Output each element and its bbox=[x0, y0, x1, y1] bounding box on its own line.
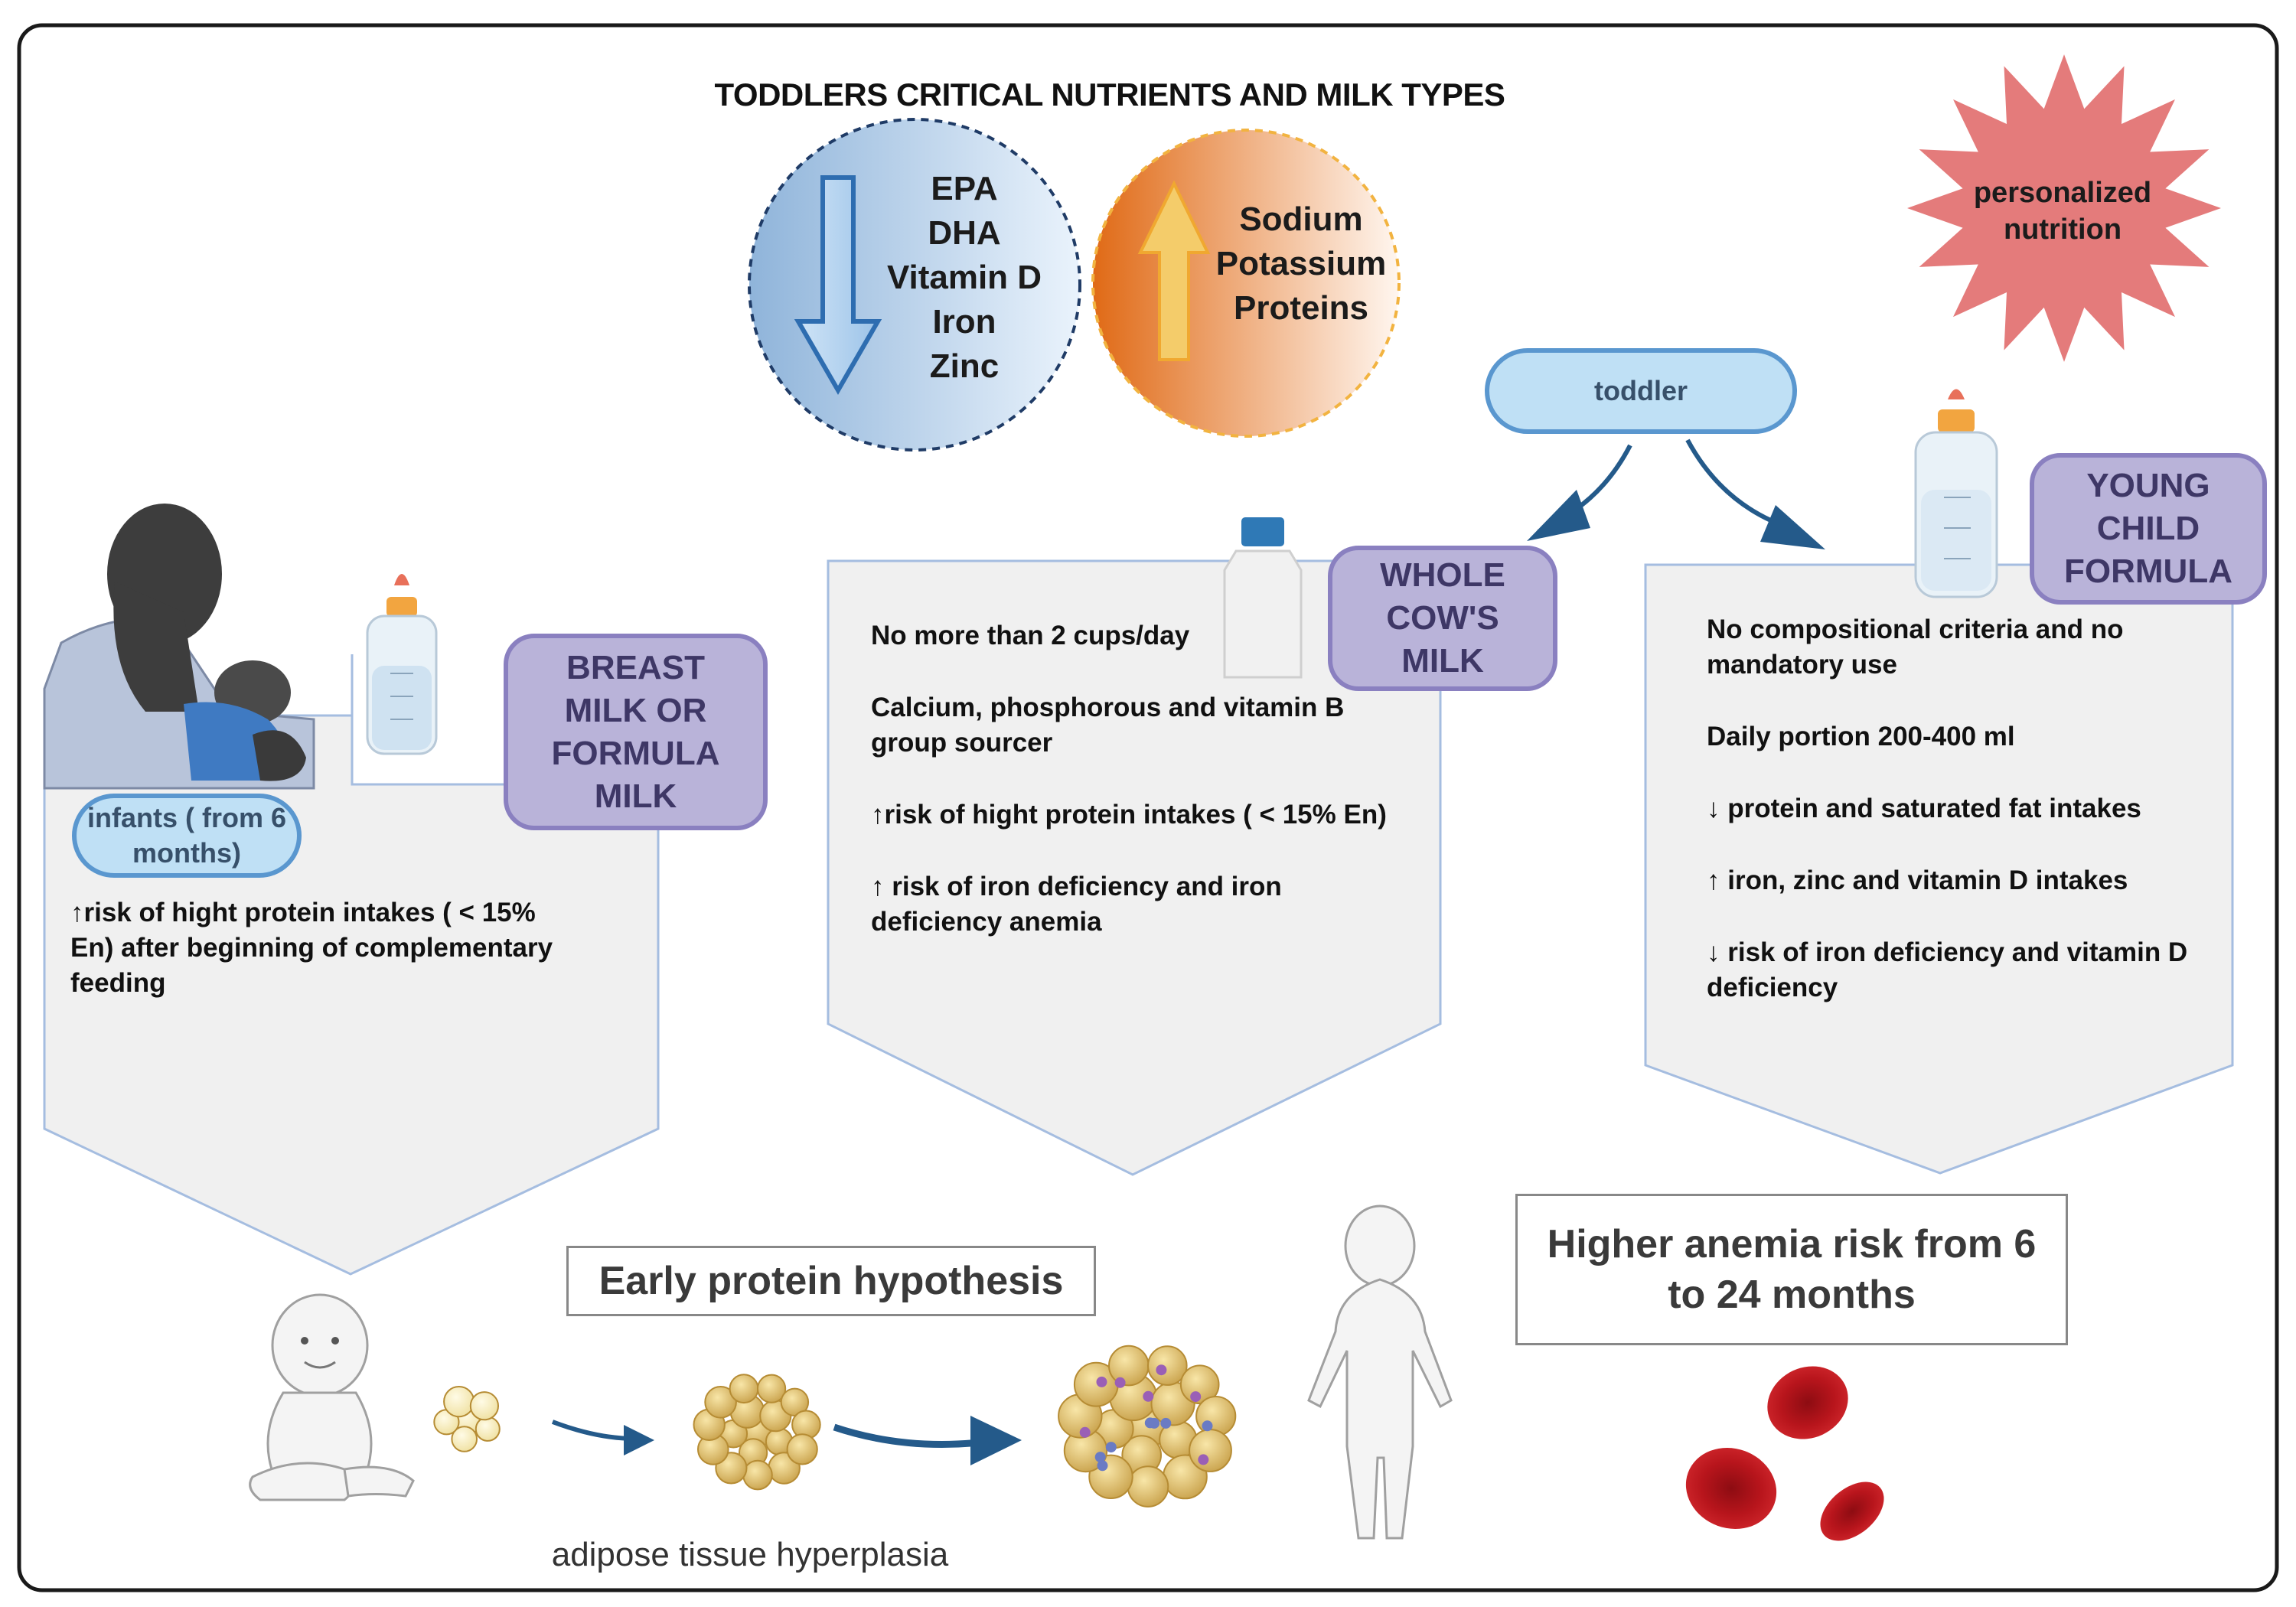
infants-tag-label: infants ( from 6 months) bbox=[87, 802, 287, 869]
fat-cells-medium-icon bbox=[693, 1374, 821, 1491]
toddler-arrow-left-head bbox=[1527, 490, 1590, 541]
cow-milk-label-box: WHOLE COW'S MILK bbox=[1328, 546, 1557, 691]
immune-cell-dot bbox=[1144, 1417, 1156, 1429]
young-child-formula-label: YOUNG CHILD FORMULA bbox=[2064, 467, 2232, 590]
fat-cell bbox=[443, 1386, 475, 1418]
early-protein-hypothesis-box: Early protein hypothesis bbox=[566, 1246, 1096, 1316]
hyperplasia-arrow-2 bbox=[833, 1423, 980, 1448]
immune-cell-dot bbox=[1198, 1454, 1209, 1465]
breast-milk-label: BREAST MILK OR FORMULA MILK bbox=[551, 648, 720, 815]
panel-point: Calcium, phosphorous and vitamin B group… bbox=[871, 693, 1345, 758]
fat-cell bbox=[704, 1386, 737, 1419]
infants-tag: infants ( from 6 months) bbox=[72, 794, 302, 878]
breast-milk-label-box: BREAST MILK OR FORMULA MILK bbox=[504, 634, 768, 830]
toddler-arrow-right-head bbox=[1760, 505, 1825, 549]
increased-nutrient-item: Proteins bbox=[1233, 289, 1369, 327]
panel-point: ↓ risk of iron deficiency and vitamin D … bbox=[1707, 937, 2188, 1002]
breast-milk-points: ↑risk of hight protein intakes ( < 15% E… bbox=[70, 895, 576, 1038]
fat-cell bbox=[729, 1374, 759, 1404]
fat-cell bbox=[469, 1391, 500, 1421]
sitting-baby-icon bbox=[249, 1293, 415, 1501]
cow-milk-label: WHOLE COW'S MILK bbox=[1380, 556, 1505, 680]
immune-cell-dot bbox=[1096, 1376, 1107, 1387]
immune-cell-dot bbox=[1105, 1442, 1117, 1453]
young-child-formula-points: No compositional criteria and no mandato… bbox=[1707, 612, 2212, 1042]
panel-point: ↑risk of hight protein intakes ( < 15% E… bbox=[70, 898, 553, 998]
young-child-formula-label-box: YOUNG CHILD FORMULA bbox=[2030, 453, 2267, 605]
toddler-tag-label: toddler bbox=[1594, 375, 1688, 406]
personalized-nutrition-star bbox=[1907, 54, 2221, 362]
baby-bottle-icon-2 bbox=[1914, 389, 1998, 598]
hyperplasia-arrow-1-head bbox=[624, 1425, 654, 1455]
mother-breastfeeding-icon bbox=[43, 504, 315, 790]
baby-bottle-icon bbox=[366, 574, 438, 755]
fat-cell bbox=[1147, 1345, 1188, 1386]
figure-title: TODDLERS CRITICAL NUTRIENTS AND MILK TYP… bbox=[714, 77, 1505, 112]
immune-cell-dot bbox=[1156, 1364, 1167, 1376]
early-protein-hypothesis-label: Early protein hypothesis bbox=[598, 1259, 1064, 1303]
fat-cell bbox=[475, 1416, 501, 1442]
fat-cell bbox=[451, 1426, 478, 1452]
decreased-nutrient-item: EPA bbox=[931, 170, 998, 207]
down-arrow-icon bbox=[794, 175, 882, 395]
increased-nutrient-item: Sodium bbox=[1239, 200, 1363, 238]
fat-cell bbox=[786, 1433, 818, 1465]
fat-cell bbox=[742, 1459, 773, 1491]
anemia-risk-label: Higher anemia risk from 6 to 24 months bbox=[1547, 1222, 2037, 1317]
decreased-nutrient-item: Zinc bbox=[929, 347, 1000, 385]
fat-cell bbox=[1189, 1429, 1232, 1472]
adipose-hyperplasia-label: adipose tissue hyperplasia bbox=[551, 1536, 949, 1573]
decreased-nutrient-item: DHA bbox=[928, 214, 1001, 252]
anemia-risk-box: Higher anemia risk from 6 to 24 months bbox=[1515, 1194, 2068, 1345]
immune-cell-dot bbox=[1202, 1420, 1213, 1432]
immune-cell-dot bbox=[1143, 1390, 1154, 1402]
panel-point: No more than 2 cups/day bbox=[871, 621, 1190, 650]
immune-cell-dot bbox=[1097, 1460, 1108, 1472]
red-blood-cells-icon bbox=[1685, 1366, 1884, 1541]
hyperplasia-arrow-2-head bbox=[970, 1416, 1022, 1465]
fat-cells-large-icon bbox=[1058, 1345, 1237, 1508]
panel-point: ↓ protein and saturated fat intakes bbox=[1707, 794, 2141, 823]
milk-jug-icon bbox=[1223, 517, 1303, 679]
personalized-nutrition-label: personalized nutrition bbox=[1973, 177, 2152, 246]
panel-point: ↑ iron, zinc and vitamin D intakes bbox=[1707, 865, 2128, 895]
fat-cell bbox=[1108, 1345, 1150, 1387]
immune-cell-dot bbox=[1190, 1391, 1202, 1403]
panel-point: ↑risk of hight protein intakes ( < 15% E… bbox=[871, 800, 1387, 830]
immune-cell-dot bbox=[1114, 1377, 1126, 1388]
immune-cell-dot bbox=[1160, 1417, 1172, 1429]
standing-child-icon bbox=[1307, 1204, 1453, 1540]
panel-point: ↑ risk of iron deficiency and iron defic… bbox=[871, 872, 1282, 937]
panel-point: Daily portion 200-400 ml bbox=[1707, 722, 2015, 751]
fat-cell bbox=[1127, 1465, 1169, 1508]
increased-nutrient-item: Potassium bbox=[1215, 245, 1387, 282]
decreased-nutrient-item: Iron bbox=[932, 303, 996, 341]
decreased-nutrient-item: Vitamin D bbox=[886, 259, 1042, 296]
up-arrow-icon bbox=[1137, 180, 1211, 361]
panel-point: No compositional criteria and no mandato… bbox=[1707, 614, 2124, 680]
fat-cell bbox=[1179, 1364, 1220, 1404]
immune-cell-dot bbox=[1079, 1426, 1091, 1438]
fat-cells-small-icon bbox=[433, 1386, 501, 1452]
fat-cell bbox=[757, 1374, 787, 1403]
toddler-tag: toddler bbox=[1485, 348, 1797, 434]
immune-cell-dot bbox=[1094, 1452, 1106, 1463]
